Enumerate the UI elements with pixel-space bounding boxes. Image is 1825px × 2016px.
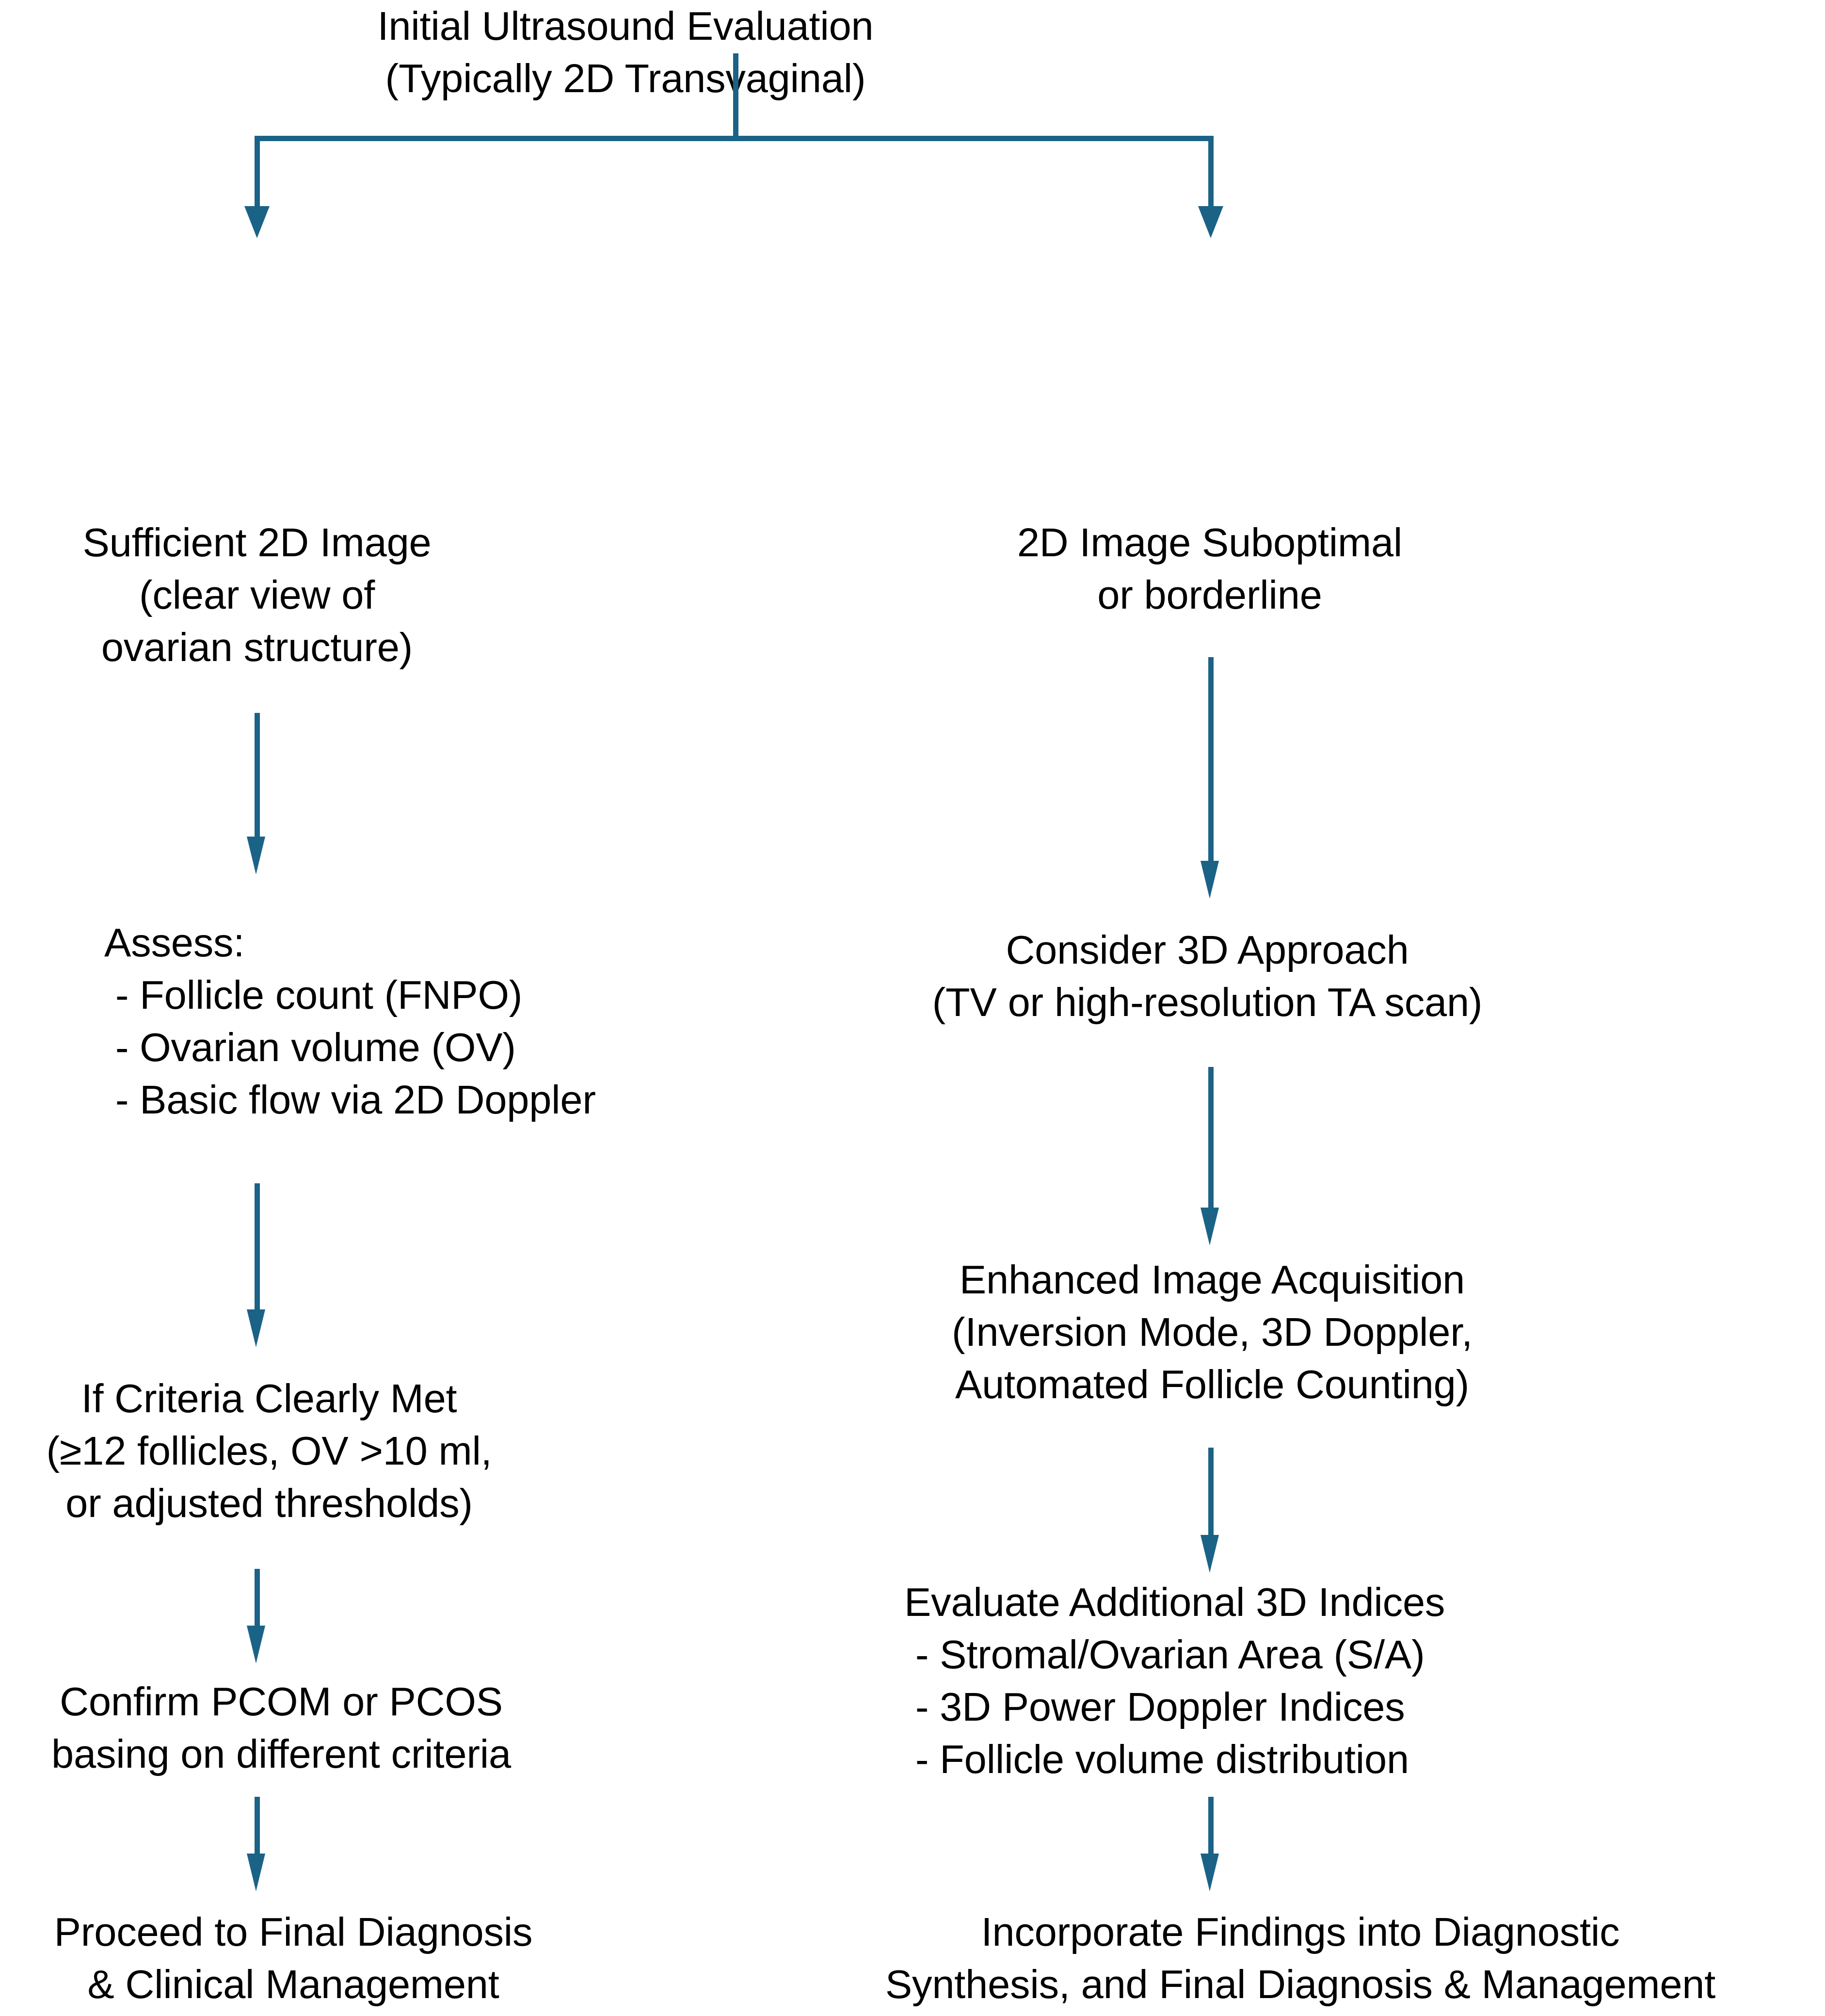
connector-left-1-to-2 — [255, 713, 260, 846]
arrowhead-right-2-to-3 — [1201, 1208, 1219, 1245]
arrowhead-split-to-left-branch — [244, 206, 270, 238]
arrowhead-split-to-right-branch — [1198, 206, 1223, 238]
arrowhead-right-3-to-4 — [1201, 1535, 1219, 1573]
arrowhead-left-2-to-3 — [247, 1309, 265, 1347]
connector-left-2-to-3 — [255, 1183, 260, 1324]
arrowhead-left-4-to-5 — [247, 1854, 265, 1891]
connector-split-to-right-branch — [1208, 136, 1214, 211]
connector-left-3-to-4 — [255, 1569, 260, 1639]
connector-split-bar-right — [733, 136, 1213, 141]
connector-split-to-left-branch — [255, 136, 260, 211]
node-assess-list: Assess: - Follicle count (FNPO) - Ovaria… — [104, 920, 596, 1122]
node-consider-3d-approach: Consider 3D Approach (TV or high-resolut… — [932, 927, 1483, 1025]
connector-right-3-to-4 — [1208, 1448, 1214, 1552]
connector-root-stem — [733, 53, 738, 138]
node-incorporate-findings: Incorporate Findings into Diagnostic Syn… — [885, 1909, 1716, 2007]
arrowhead-right-1-to-2 — [1201, 861, 1219, 899]
node-2d-image-suboptimal: 2D Image Suboptimal or borderline — [1017, 520, 1403, 617]
arrowhead-left-1-to-2 — [247, 837, 265, 874]
node-initial-ultrasound-evaluation: Initial Ultrasound Evaluation (Typically… — [377, 3, 874, 101]
arrowhead-left-3-to-4 — [247, 1626, 265, 1663]
node-evaluate-additional-3d-indices: Evaluate Additional 3D Indices - Stromal… — [904, 1580, 1445, 1782]
connector-split-bar-left — [257, 136, 737, 141]
node-if-criteria-clearly-met: If Criteria Clearly Met (≥12 follicles, … — [46, 1376, 492, 1526]
connector-right-2-to-3 — [1208, 1067, 1214, 1225]
node-sufficient-2d-image: Sufficient 2D Image (clear view of ovari… — [82, 520, 432, 670]
node-confirm-pcom-or-pcos: Confirm PCOM or PCOS basing on different… — [51, 1679, 511, 1776]
node-proceed-to-final-diagnosis: Proceed to Final Diagnosis & Clinical Ma… — [54, 1909, 533, 2007]
node-enhanced-image-acquisition: Enhanced Image Acquisition (Inversion Mo… — [952, 1257, 1473, 1407]
arrowhead-right-4-to-5 — [1201, 1854, 1219, 1891]
connector-left-4-to-5 — [255, 1797, 260, 1870]
connector-right-1-to-2 — [1208, 657, 1214, 871]
connector-right-4-to-5 — [1208, 1797, 1214, 1870]
